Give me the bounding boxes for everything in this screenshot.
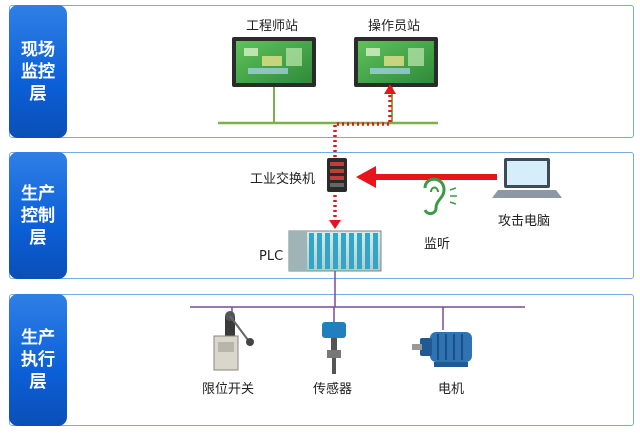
ear-icon [423, 177, 457, 216]
operator-station-label: 操作员站 [368, 19, 421, 34]
monitor-icon [232, 37, 316, 87]
limit-switch-icon [213, 311, 254, 371]
attack-path [333, 92, 392, 222]
layer-field-monitoring [9, 5, 634, 138]
listen-label: 监听 [424, 237, 451, 252]
laptop-icon [492, 158, 562, 198]
engineer-station-label: 工程师站 [246, 19, 299, 34]
layer-tab-control: 生产 控制 层 [9, 152, 67, 279]
layer-tab-execution: 生产 执行 层 [9, 294, 67, 426]
limit-switch-label: 限位开关 [202, 382, 255, 397]
plc-label: PLC [259, 249, 284, 264]
industrial-switch-label: 工业交换机 [250, 172, 316, 187]
monitor-icon [354, 37, 438, 87]
layer-tab-monitoring: 现场 监控 层 [9, 5, 67, 138]
sensor-icon [322, 322, 346, 374]
attack-pc-label: 攻击电脑 [498, 214, 551, 229]
motor-icon [412, 332, 472, 367]
sensor-label: 传感器 [313, 382, 353, 397]
layer-production-execution [9, 294, 634, 426]
plc-icon [288, 230, 382, 272]
motor-label: 电机 [438, 382, 465, 397]
switch-icon [327, 158, 347, 192]
